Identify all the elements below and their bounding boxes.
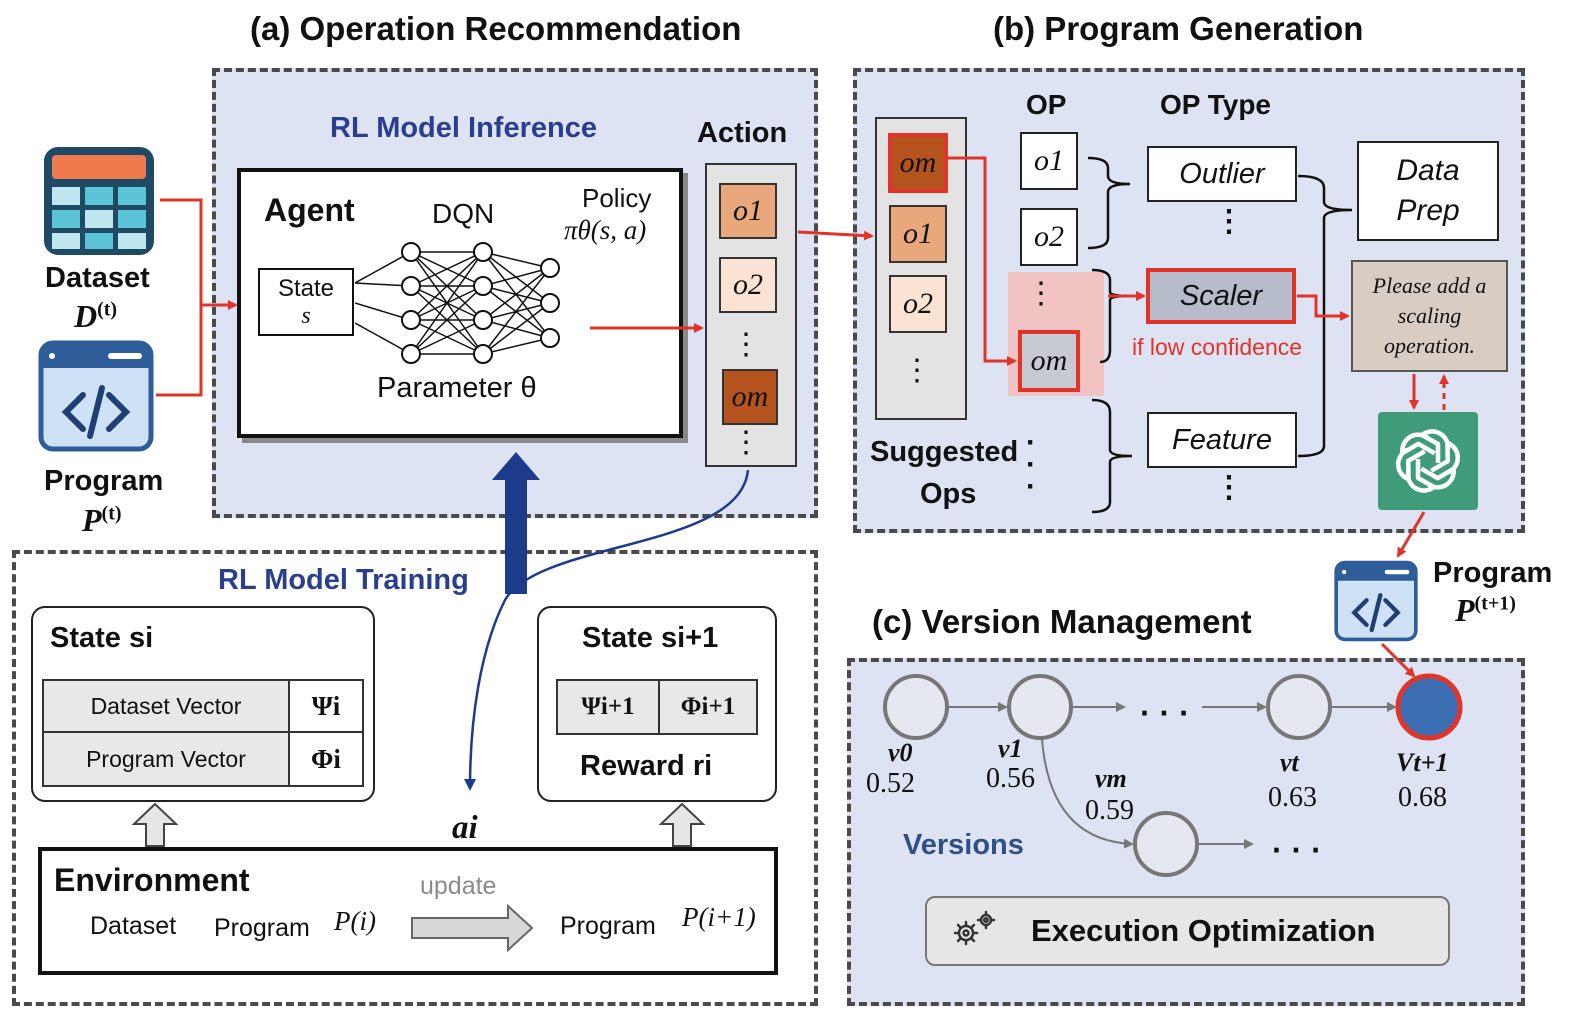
env-p-next: P(i+1) bbox=[682, 902, 756, 932]
environment-label: Environment bbox=[54, 862, 250, 898]
type-outlier: Outlier bbox=[1147, 146, 1297, 202]
action-symbol: ai bbox=[452, 810, 478, 846]
version-v1-label: v1 bbox=[998, 734, 1023, 763]
gpt-icon bbox=[1378, 412, 1478, 510]
output-program-label: Program bbox=[1433, 557, 1553, 589]
output-program-icon bbox=[1334, 560, 1418, 642]
parameter-label: Parameter θ bbox=[377, 372, 537, 404]
suggested-o2: o2 bbox=[889, 275, 947, 333]
program-label: Program bbox=[44, 465, 164, 497]
training-title: RL Model Training bbox=[218, 564, 469, 596]
version-dots-top: · · · bbox=[1140, 695, 1190, 731]
op-type-header: OP Type bbox=[1160, 89, 1272, 120]
dataset-vector-cell: Dataset Vector bbox=[44, 681, 290, 733]
env-program: Program bbox=[214, 914, 310, 942]
phi-i-cell: Φi bbox=[290, 733, 362, 785]
version-vt-label: vt bbox=[1280, 748, 1299, 777]
prompt-box: Please add a scaling operation. bbox=[1351, 260, 1508, 372]
program-vector-cell: Program Vector bbox=[44, 733, 290, 785]
version-dots-bottom: · · · bbox=[1272, 832, 1322, 868]
versions-label: Versions bbox=[903, 829, 1024, 861]
version-vt1-score: 0.68 bbox=[1398, 782, 1447, 813]
action-o1: o1 bbox=[719, 183, 777, 239]
arrow-program-to-agent bbox=[156, 305, 203, 397]
version-vm-label: vm bbox=[1095, 764, 1127, 793]
suggested-om: om bbox=[888, 133, 948, 193]
type-feature: Feature bbox=[1147, 412, 1297, 468]
state-symbol: s bbox=[301, 302, 311, 329]
suggested-label-1: Suggested bbox=[870, 436, 1019, 468]
dataset-label: Dataset bbox=[45, 262, 150, 294]
dataset-table-icon bbox=[42, 145, 156, 257]
title-version-management: (c) Version Management bbox=[872, 603, 1252, 640]
low-confidence-label: if low confidence bbox=[1132, 334, 1303, 360]
inference-title: RL Model Inference bbox=[330, 112, 597, 144]
title-program-generation: (b) Program Generation bbox=[993, 10, 1364, 47]
version-vm-score: 0.59 bbox=[1085, 795, 1134, 826]
suggested-o1: o1 bbox=[889, 205, 947, 263]
op-header: OP bbox=[1026, 89, 1067, 120]
op-ellipsis: ⋮ bbox=[1026, 277, 1056, 310]
execution-optimization-bar bbox=[925, 896, 1450, 966]
psi-i-cell: Ψi bbox=[290, 681, 362, 733]
op-om: om bbox=[1018, 330, 1080, 392]
action-ellipsis-2: ⋮ bbox=[731, 426, 761, 459]
env-dataset: Dataset bbox=[90, 912, 177, 940]
version-v1-score: 0.56 bbox=[986, 763, 1035, 794]
execution-optimization-label: Execution Optimization bbox=[1031, 913, 1376, 948]
state-box: State s bbox=[258, 268, 354, 336]
type-ellipsis-1: ⋮ bbox=[1214, 205, 1244, 238]
version-v0-score: 0.52 bbox=[866, 768, 915, 799]
dqn-network bbox=[355, 238, 565, 368]
action-om: om bbox=[722, 369, 778, 425]
type-ellipsis-2: ⋮ bbox=[1214, 471, 1244, 504]
action-ellipsis-1: ⋮ bbox=[731, 328, 761, 361]
env-program-next: Program bbox=[560, 912, 656, 940]
version-v0-label: v0 bbox=[888, 738, 913, 767]
agent-label: Agent bbox=[264, 192, 355, 228]
suggested-label-2: Ops bbox=[920, 478, 977, 510]
gears-icon bbox=[950, 908, 1000, 948]
dataset-symbol: D(t) bbox=[74, 298, 118, 334]
psi-next-cell: Ψi+1 bbox=[558, 681, 660, 733]
output-program-symbol: P(t+1) bbox=[1455, 592, 1516, 628]
op-o2: o2 bbox=[1020, 208, 1078, 266]
type-scaler: Scaler bbox=[1146, 268, 1296, 324]
suggested-dots: ··· bbox=[1026, 426, 1036, 503]
policy-formula: πθ(s, a) bbox=[564, 215, 647, 245]
env-p-i: P(i) bbox=[334, 906, 376, 936]
program-code-icon bbox=[38, 340, 154, 452]
reward-label: Reward ri bbox=[580, 750, 713, 782]
title-operation-recommendation: (a) Operation Recommendation bbox=[250, 10, 742, 47]
dqn-label: DQN bbox=[432, 198, 495, 229]
suggested-ellipsis: ⋮ bbox=[902, 354, 932, 387]
version-vt-score: 0.63 bbox=[1268, 782, 1317, 813]
state-label: State bbox=[277, 274, 335, 302]
policy-label: Policy bbox=[582, 183, 652, 213]
state-next-label: State si+1 bbox=[582, 622, 719, 654]
op-o1: o1 bbox=[1020, 132, 1078, 190]
action-label: Action bbox=[697, 117, 788, 149]
update-label: update bbox=[420, 872, 497, 900]
environment-box bbox=[38, 847, 778, 975]
program-symbol: P(t) bbox=[82, 502, 122, 538]
phi-next-cell: Φi+1 bbox=[680, 693, 736, 720]
state-i-label: State si bbox=[50, 622, 154, 654]
version-vt1-label: Vt+1 bbox=[1396, 748, 1449, 777]
action-o2: o2 bbox=[719, 257, 777, 313]
